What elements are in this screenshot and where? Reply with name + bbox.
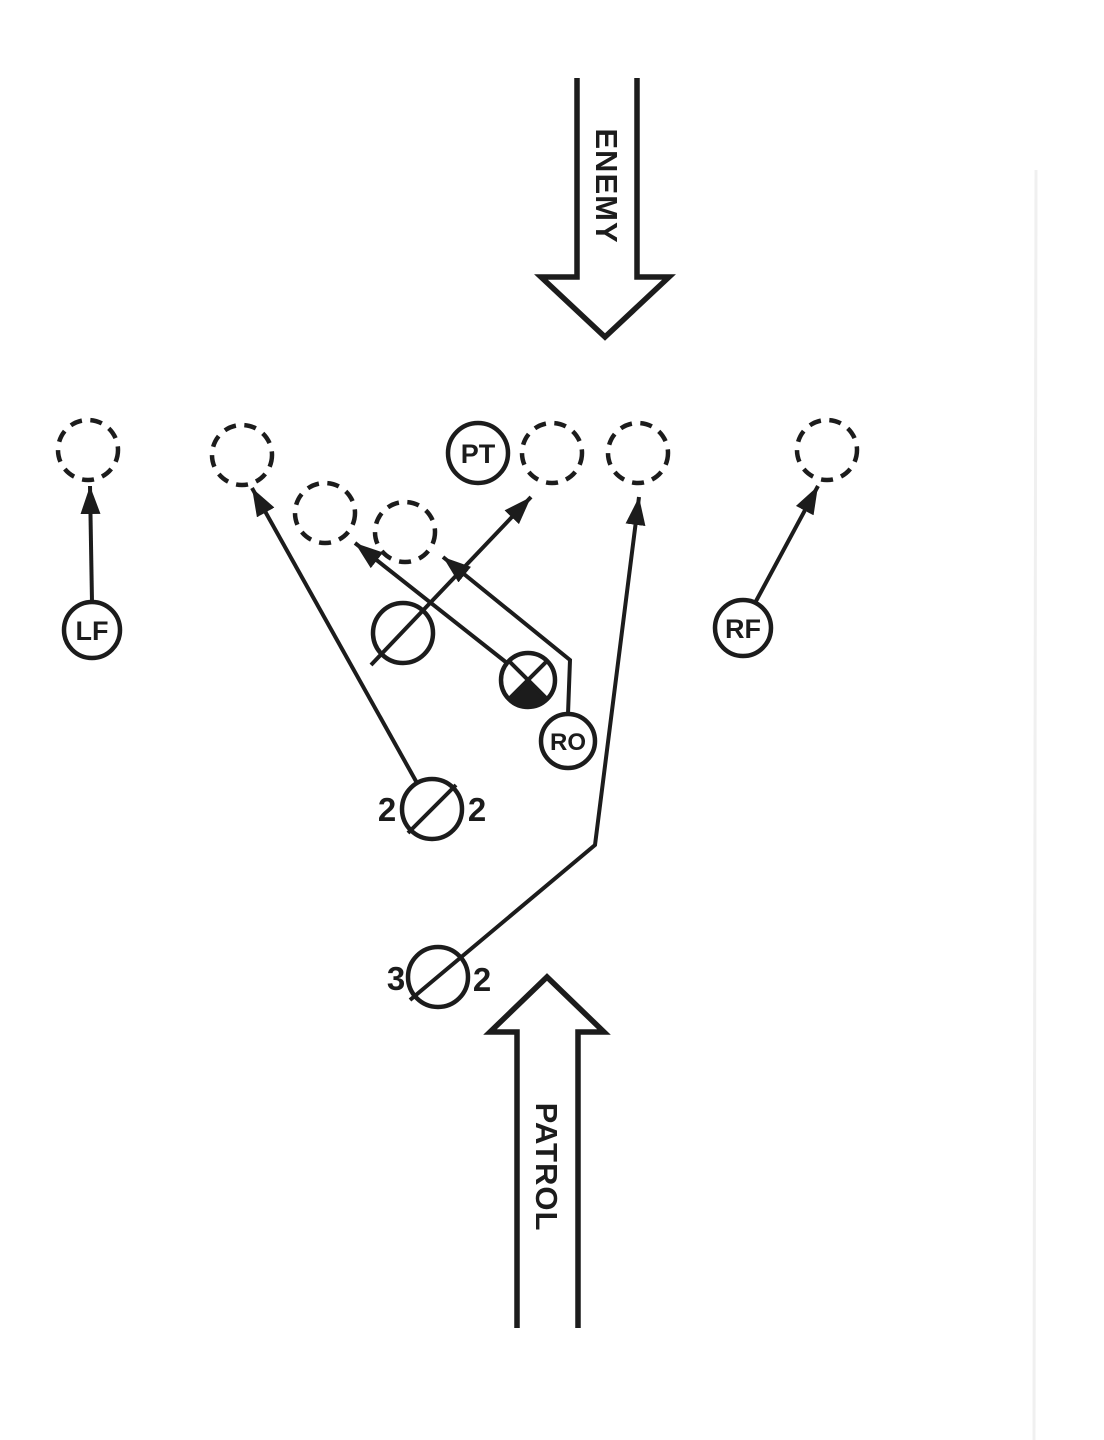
- team-a-circle: [399, 776, 465, 842]
- planned-position-rf: [794, 417, 860, 483]
- lf-label: LF: [76, 616, 109, 646]
- enemy-arrow-outline: [534, 78, 676, 341]
- planned-position-team-b: [605, 420, 671, 486]
- planned-position-lf: [55, 417, 121, 483]
- ro-label: RO: [550, 729, 586, 756]
- movement-arrow-ro: [441, 555, 573, 715]
- patrol-arrow-label: PATROL: [529, 1103, 564, 1232]
- lf-circle: [61, 599, 123, 661]
- ro-unit-symbol: RO: [538, 711, 598, 771]
- team-b-circle: [405, 944, 471, 1010]
- enemy-direction-arrow: ENEMY: [534, 78, 676, 341]
- rf-circle: [712, 597, 774, 659]
- ro-circle: [538, 711, 598, 771]
- lf-unit-symbol: LF: [61, 599, 123, 661]
- movement-arrows: [80, 485, 820, 1002]
- planned-position-security: [519, 420, 585, 486]
- team-a-symbol: 2 2: [378, 776, 486, 842]
- team-b-left-count: 3: [387, 960, 405, 997]
- patrol-arrow-outline: [483, 973, 611, 1328]
- planned-position-ro: [372, 499, 438, 565]
- planned-positions: [55, 417, 860, 565]
- leader-filled-wedge: [508, 680, 548, 708]
- planned-position-leader: [292, 480, 358, 546]
- pt-unit-symbol: PT: [445, 420, 511, 486]
- team-b-symbol: 3 2: [387, 944, 491, 1010]
- enemy-arrow-label: ENEMY: [589, 128, 624, 243]
- movement-arrow-team-b: [408, 496, 646, 1002]
- pt-label: PT: [461, 439, 496, 469]
- scan-artifact-line: [1032, 169, 1038, 1440]
- security-team-symbol: [370, 600, 436, 666]
- pt-circle: [445, 420, 511, 486]
- rf-unit-symbol: RF: [712, 597, 774, 659]
- movement-arrow-security: [369, 495, 533, 667]
- movement-arrow-rf: [753, 485, 820, 604]
- team-a-left-count: 2: [378, 791, 396, 828]
- team-a-slash: [406, 783, 458, 835]
- planned-position-team-a: [209, 422, 275, 488]
- patrol-direction-arrow: PATROL: [483, 973, 611, 1328]
- leader-x-diagonal-2: [507, 659, 549, 701]
- team-a-right-count: 2: [468, 791, 486, 828]
- movement-arrow-team-a: [250, 487, 419, 784]
- movement-arrow-lf: [80, 485, 101, 603]
- rf-label: RF: [725, 614, 761, 644]
- leader-unit-symbol: [498, 650, 558, 710]
- team-b-right-count: 2: [473, 961, 491, 998]
- movement-arrow-leader: [353, 541, 509, 665]
